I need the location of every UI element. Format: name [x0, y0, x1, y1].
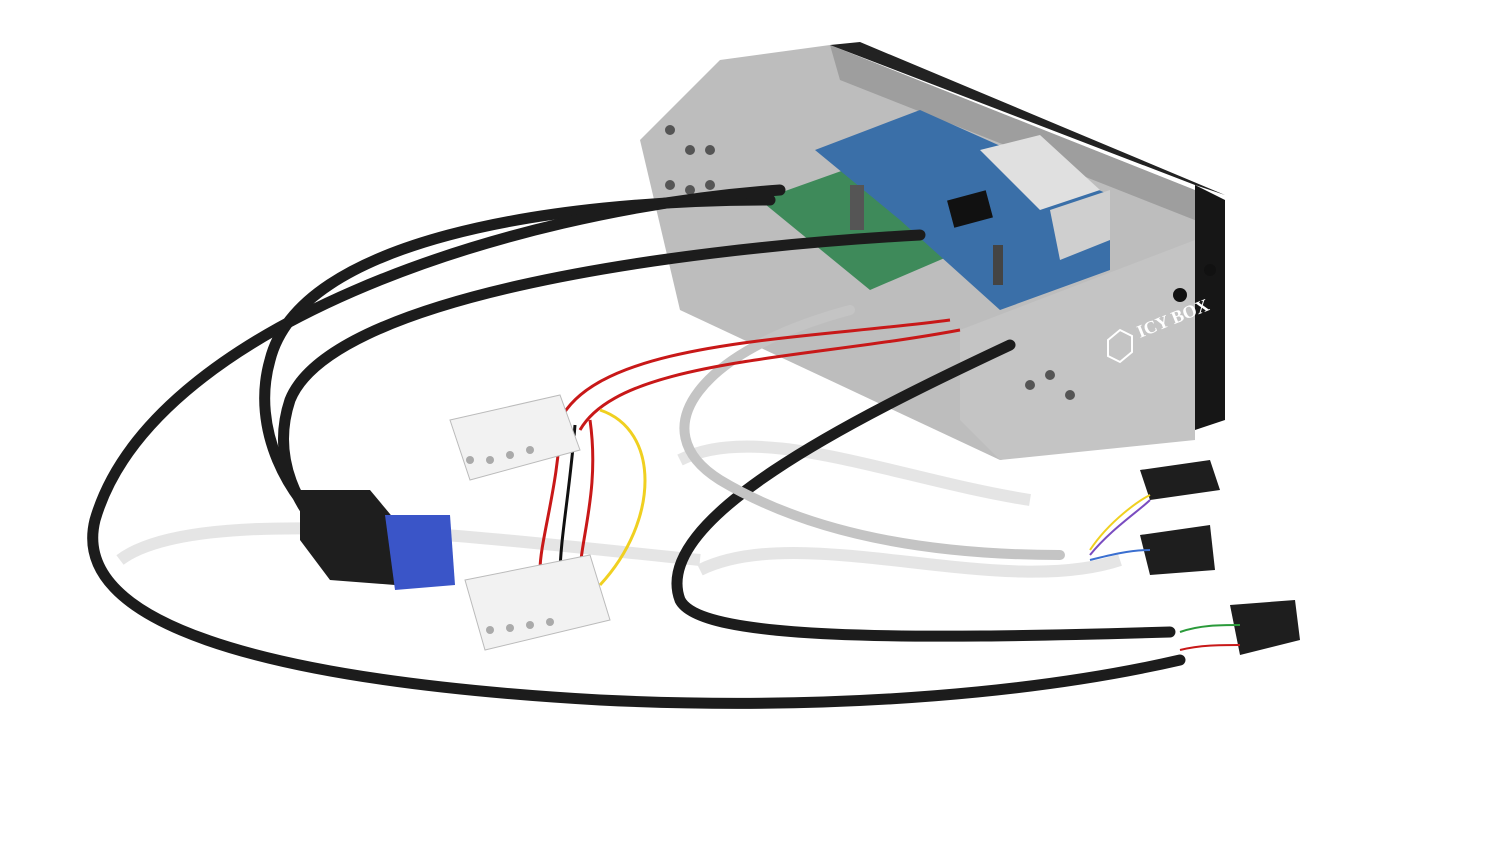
usb3-header-connector [300, 490, 455, 590]
ribbon-wires [1089, 494, 1241, 651]
card-slot [980, 135, 1100, 210]
molex-connector-top [449, 394, 581, 481]
molex-connector-bottom [464, 554, 611, 651]
bay-front-panel [1195, 185, 1225, 430]
usb-cables-black [87, 184, 1186, 709]
circuit-board [760, 110, 1110, 310]
pin-header-connectors [1140, 460, 1300, 655]
controller-chip [947, 190, 993, 228]
card-reader-cable-grey [679, 305, 1065, 560]
